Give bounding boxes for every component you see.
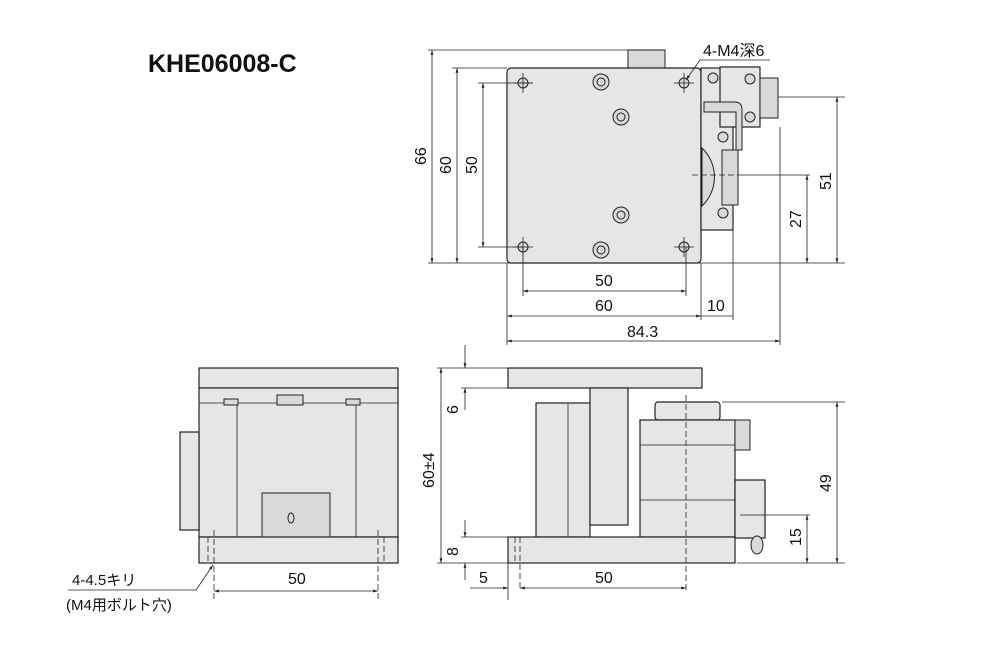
dim-10: 10	[707, 298, 725, 315]
cable	[703, 101, 743, 151]
front-slot	[261, 492, 331, 538]
dim-50-vertical: 50	[464, 156, 481, 174]
knob-outline	[701, 146, 715, 208]
side-base	[507, 536, 736, 564]
knob-cover	[721, 149, 739, 206]
side-connector	[734, 479, 766, 539]
hex-bolts	[592, 72, 756, 259]
dim-27: 27	[788, 210, 805, 228]
side-motor	[639, 419, 736, 538]
side-knob	[654, 401, 721, 421]
tapped-hole-callout: 4-M4深6	[703, 42, 764, 60]
cable-bracket	[627, 49, 666, 69]
front-base	[198, 536, 399, 564]
top-view: 4-M4深6 66 60 50 51 27 50 60 10 84.3	[413, 42, 845, 345]
front-dim-50: 50	[288, 571, 306, 588]
side-guide-block	[535, 402, 591, 538]
hole-callout-line2: (M4用ボルト穴)	[66, 597, 172, 614]
dim-66: 66	[413, 147, 430, 165]
front-view: 50 4-4.5キリ (M4用ボルト穴)	[66, 367, 399, 614]
dim-49: 49	[818, 474, 835, 492]
front-top-plate	[198, 367, 399, 389]
stage-plate	[506, 67, 702, 264]
hole-callout-line1: 4-4.5キリ	[72, 572, 136, 589]
side-view: 6 60±4 8 49 15 5 50	[421, 345, 845, 600]
front-connector	[179, 431, 200, 531]
dim-15: 15	[788, 528, 805, 546]
side-dim-50: 50	[595, 570, 613, 587]
dim-84-3: 84.3	[627, 324, 658, 341]
dim-60-vertical: 60	[438, 156, 455, 174]
dim-60-horizontal: 60	[595, 298, 613, 315]
dim-5: 5	[479, 570, 488, 587]
dim-6: 6	[445, 405, 462, 414]
dim-51: 51	[818, 172, 835, 190]
model-title: KHE06008-C	[148, 50, 297, 78]
connector-plug	[759, 77, 779, 119]
side-post	[589, 387, 629, 526]
dim-60-pm-4: 60±4	[421, 452, 438, 488]
dim-50-horizontal: 50	[595, 273, 613, 290]
side-top-plate	[507, 367, 703, 389]
dim-8: 8	[445, 547, 462, 556]
